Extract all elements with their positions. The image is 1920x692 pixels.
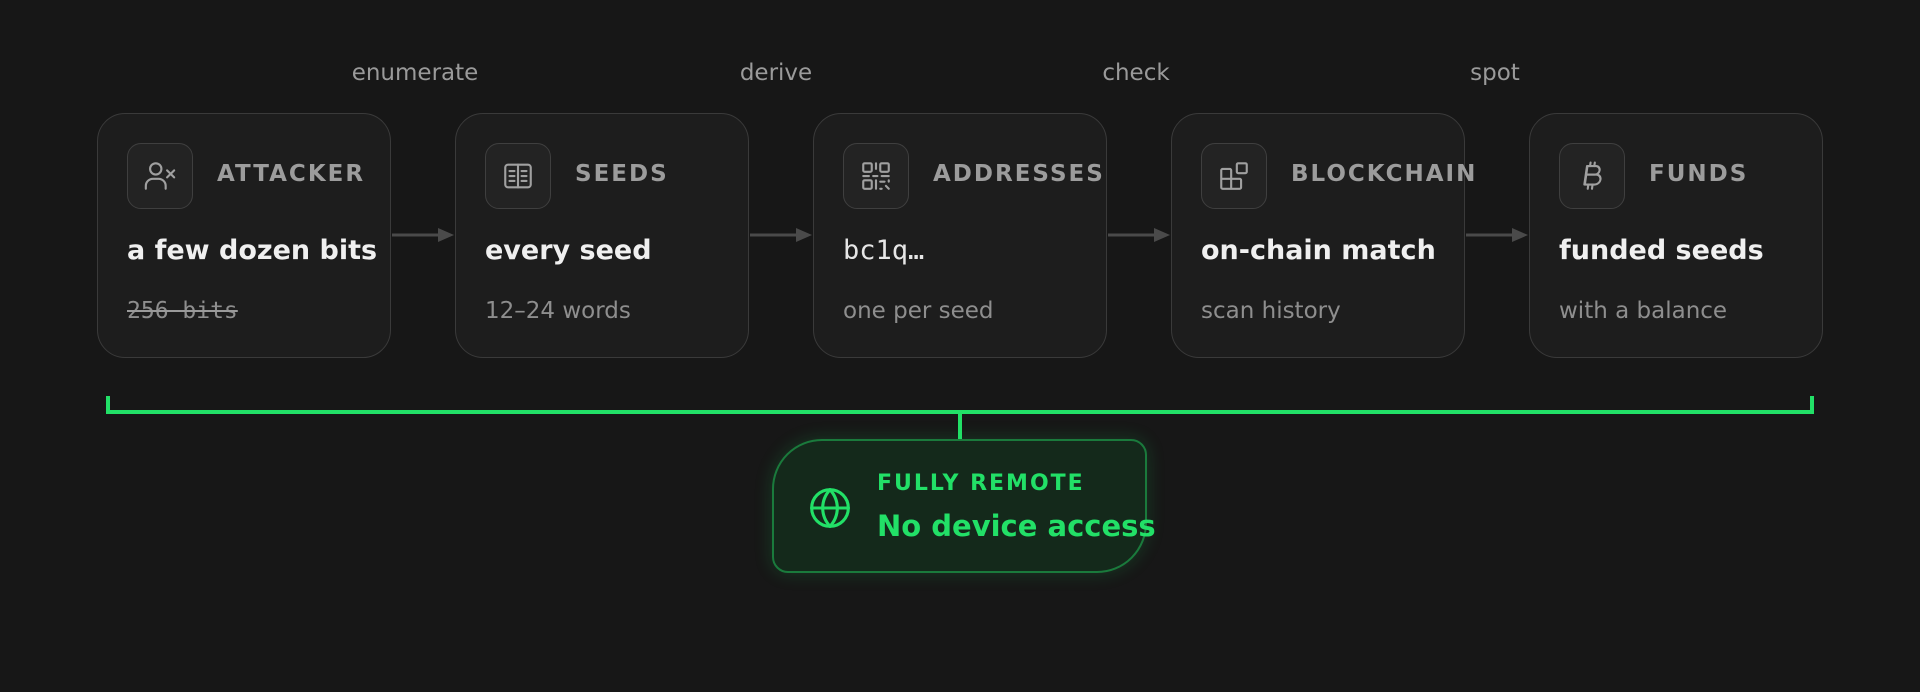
card-kicker: ATTACKER [217, 161, 366, 187]
arrow-connector [1108, 227, 1170, 243]
card-subtext: one per seed [843, 298, 994, 324]
remote-title: No device access [877, 509, 1156, 543]
step-label-check: check [1102, 60, 1170, 86]
card-subtext: 256 bits [127, 298, 238, 324]
card-kicker: SEEDS [575, 161, 669, 187]
card-attacker: ATTACKER a few dozen bits 256 bits [97, 113, 391, 358]
globe-icon [810, 488, 850, 528]
card-funds: FUNDS funded seeds with a balance [1529, 113, 1823, 358]
step-label-derive: derive [739, 60, 813, 86]
step-label-enumerate: enumerate [351, 60, 479, 86]
card-kicker: BLOCKCHAIN [1291, 161, 1478, 187]
bitcoin-icon [1559, 143, 1625, 209]
card-headline: bc1q… [843, 235, 925, 266]
card-subtext: 12–24 words [485, 298, 631, 324]
fully-remote-badge: FULLY REMOTE No device access [772, 439, 1156, 573]
card-addresses: ADDRESSES bc1q… one per seed [813, 113, 1107, 358]
book-icon [485, 143, 551, 209]
remote-kicker: FULLY REMOTE [877, 471, 1085, 496]
card-kicker: ADDRESSES [933, 161, 1105, 187]
card-headline: funded seeds [1559, 235, 1764, 266]
card-headline: every seed [485, 235, 652, 266]
arrow-connector [1466, 227, 1528, 243]
arrow-connector [392, 227, 454, 243]
card-subtext: scan history [1201, 298, 1341, 324]
blocks-icon [1201, 143, 1267, 209]
card-kicker: FUNDS [1649, 161, 1749, 187]
qr-code-icon [843, 143, 909, 209]
card-headline: a few dozen bits [127, 235, 378, 266]
card-blockchain: BLOCKCHAIN on-chain match scan history [1171, 113, 1475, 358]
card-seeds: SEEDS every seed 12–24 words [455, 113, 749, 358]
step-label-spot: spot [1470, 60, 1520, 86]
user-x-icon [127, 143, 193, 209]
card-subtext: with a balance [1559, 298, 1728, 324]
card-headline: on-chain match [1201, 235, 1436, 266]
arrow-connector [750, 227, 812, 243]
